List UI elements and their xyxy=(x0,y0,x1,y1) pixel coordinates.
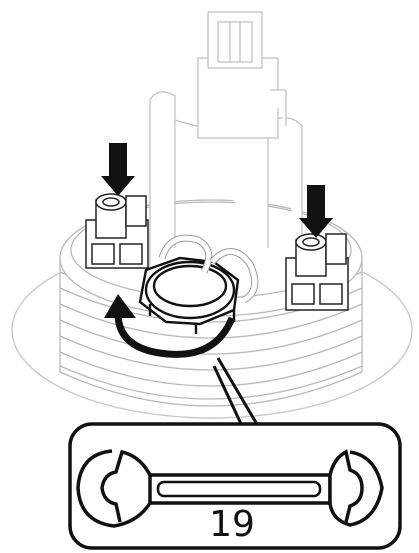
press-down-arrow-left xyxy=(101,143,135,196)
rotate-arrow xyxy=(104,294,236,358)
wrench-size-label: 19 xyxy=(209,504,255,545)
callout-pointer xyxy=(212,357,260,427)
press-down-arrow-right xyxy=(299,185,333,238)
wrench-icon xyxy=(76,449,384,528)
left-terminal xyxy=(85,193,149,269)
vertical-housing xyxy=(149,11,303,268)
wires xyxy=(158,234,259,304)
right-terminal xyxy=(285,233,349,311)
hex-nut xyxy=(138,256,240,334)
